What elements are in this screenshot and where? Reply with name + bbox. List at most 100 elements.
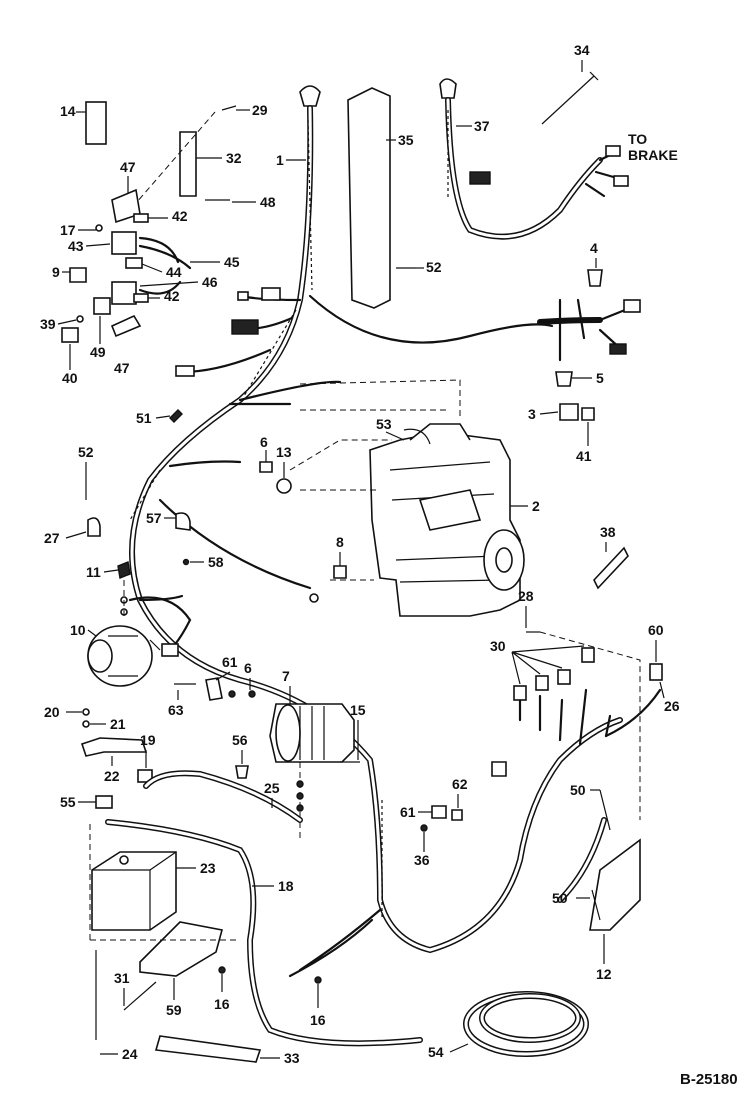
part-42-fuse-b — [133, 293, 149, 303]
callout-47b: 47 — [114, 360, 130, 376]
callout-18: 18 — [278, 878, 294, 894]
callout-30: 30 — [490, 638, 506, 654]
part-51-fuse — [169, 409, 183, 423]
callout-48: 48 — [260, 194, 276, 210]
callout-54: 54 — [428, 1044, 444, 1060]
part-38-decal — [593, 546, 629, 590]
part-22-bar — [80, 737, 148, 757]
part-8-fitting — [333, 565, 347, 579]
callout-51: 51 — [136, 410, 152, 426]
part-40-diode — [61, 327, 79, 343]
callout-7: 7 — [282, 668, 290, 684]
callout-26: 26 — [664, 698, 680, 714]
callout-62: 62 — [452, 776, 468, 792]
callout-63: 63 — [168, 702, 184, 718]
part-36-nut — [420, 824, 428, 832]
part-16-nut — [218, 966, 226, 974]
part-31-strap — [123, 981, 157, 1011]
part-60-connector — [649, 663, 663, 681]
callout-9: 9 — [52, 264, 60, 280]
note-to: TO — [628, 131, 647, 147]
part-50-bolt — [599, 789, 611, 831]
callout-61: 61 — [222, 654, 238, 670]
callout-32: 32 — [226, 150, 242, 166]
callout-16b: 16 — [310, 1012, 326, 1028]
callout-19: 19 — [140, 732, 156, 748]
callout-5: 5 — [596, 370, 604, 386]
part-21-washer — [82, 720, 90, 728]
connector-a — [261, 287, 281, 301]
part-20-nut — [82, 708, 90, 716]
part-49-socket — [93, 297, 111, 315]
callout-14: 14 — [60, 103, 76, 119]
part-56-cap — [235, 765, 249, 779]
part-50-bolt-b — [591, 889, 601, 921]
callout-20: 20 — [44, 704, 60, 720]
callout-28: 28 — [518, 588, 534, 604]
part-4-sender — [587, 269, 603, 287]
part-9-clip — [69, 267, 87, 283]
callout-31: 31 — [114, 970, 130, 986]
part-12-bracket — [589, 838, 641, 931]
callout-41: 41 — [576, 448, 592, 464]
parts-artwork — [61, 71, 663, 1063]
callout-42b: 42 — [164, 288, 180, 304]
part-61-terminal — [205, 677, 223, 701]
part-35-shield — [347, 87, 391, 309]
callout-4: 4 — [590, 240, 598, 256]
part-33-tube — [154, 1035, 262, 1063]
callout-52b: 52 — [78, 444, 94, 460]
callout-43: 43 — [68, 238, 84, 254]
part-62-cover — [451, 809, 463, 821]
part-61-terminal-b — [431, 805, 447, 819]
part-55-terminal — [95, 795, 113, 809]
part-1-plug — [299, 85, 321, 107]
part-30-connector-3 — [557, 669, 571, 685]
callout-61b: 61 — [400, 804, 416, 820]
part-13-nut — [276, 478, 292, 494]
connector-f — [623, 299, 641, 313]
part-19-terminal — [137, 769, 153, 783]
callout-50b: 50 — [552, 890, 568, 906]
callout-60: 60 — [648, 622, 664, 638]
part-11-terminal — [117, 561, 131, 579]
callout-50: 50 — [570, 782, 586, 798]
brake-connector-1 — [605, 145, 621, 157]
harness-end-connector — [491, 761, 507, 777]
part-32-bracket — [179, 131, 197, 197]
brake-connector-2 — [613, 175, 629, 187]
callout-39: 39 — [40, 316, 56, 332]
part-43-relay — [111, 231, 137, 255]
part-41-fitting — [581, 407, 595, 421]
callout-55: 55 — [60, 794, 76, 810]
callout-15: 15 — [350, 702, 366, 718]
callout-38: 38 — [600, 524, 616, 540]
callout-22: 22 — [104, 768, 120, 784]
part-34-strap — [541, 75, 595, 125]
connector-d — [237, 291, 249, 301]
callout-36: 36 — [414, 852, 430, 868]
callout-35: 35 — [398, 132, 414, 148]
part-6-washer — [228, 690, 236, 698]
callout-3: 3 — [528, 406, 536, 422]
part-30-connector-2 — [535, 675, 549, 691]
callout-34: 34 — [574, 42, 590, 58]
callout-45: 45 — [224, 254, 240, 270]
part-46-relay — [111, 281, 137, 305]
part-29-bolt — [221, 105, 237, 111]
callout-59: 59 — [166, 1002, 182, 1018]
callout-57: 57 — [146, 510, 162, 526]
callout-21: 21 — [110, 716, 126, 732]
callout-10: 10 — [70, 622, 86, 638]
callout-33: 33 — [284, 1050, 300, 1066]
connector-g — [609, 343, 627, 355]
part-37-plug — [439, 78, 457, 99]
part-14-decal — [85, 101, 107, 145]
part-59-holddown — [139, 921, 223, 977]
connector-c — [175, 365, 195, 377]
part-42-fuse — [133, 213, 149, 223]
part-57-clamp — [175, 512, 191, 531]
callout-27: 27 — [44, 530, 60, 546]
part-58-nut — [182, 558, 190, 566]
